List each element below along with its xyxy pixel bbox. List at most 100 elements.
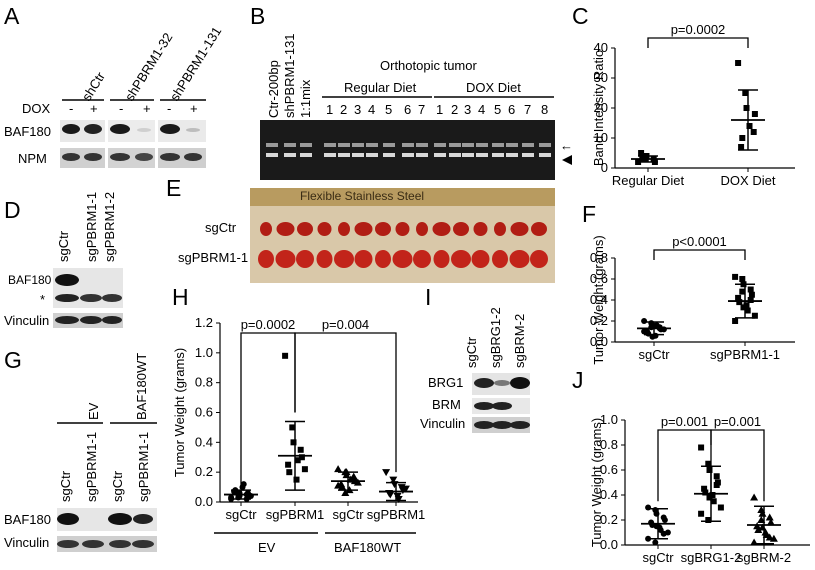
data-point	[701, 485, 708, 492]
y-axis-label: Tumor Weight (grams)	[172, 348, 187, 477]
h-group-ev: EV	[258, 540, 276, 555]
x-tick-label: sgCtr	[642, 550, 674, 565]
y-axis-label: Band Intensity Ratio	[591, 50, 606, 166]
e-tumor-sgctr-8	[395, 222, 410, 236]
data-point	[294, 457, 301, 464]
x-tick-label: DOX Diet	[721, 173, 776, 188]
b-arrowhead-lower	[562, 155, 572, 165]
b-lane-regular-7: 7	[418, 102, 425, 117]
data-point	[702, 489, 709, 496]
data-point	[706, 494, 713, 501]
data-point	[353, 478, 362, 486]
data-point	[739, 135, 746, 141]
e-tumor-sgctr-15	[531, 222, 547, 236]
b-lane-dox-1: 1	[436, 102, 443, 117]
a-blot-npm	[60, 148, 206, 168]
y-tick-label: 40	[594, 40, 608, 55]
y-tick-label: 0.8	[600, 437, 618, 452]
data-point	[401, 485, 410, 493]
e-tumor-sgctr-10	[432, 222, 451, 236]
b-lane-dox-3: 3	[464, 102, 471, 117]
e-tumor-photo	[258, 222, 548, 268]
data-point	[744, 307, 751, 314]
d-row-vinculin: Vinculin	[4, 313, 49, 328]
g-group-baf180wt: BAF180WT	[134, 353, 149, 420]
significance-bracket	[647, 37, 749, 48]
data-point	[746, 123, 753, 129]
g-row-baf180: BAF180	[4, 512, 51, 527]
data-point	[732, 318, 739, 324]
data-point	[765, 513, 774, 521]
i-row-vinculin: Vinculin	[420, 416, 465, 431]
y-tick-label: 0.2	[195, 464, 213, 479]
panel-a-letter: A	[4, 3, 20, 29]
x-tick-label: sgCtr	[225, 507, 257, 522]
b-band-upper-0	[266, 143, 278, 147]
y-tick-label: 1.0	[195, 345, 213, 360]
g-blot	[57, 508, 157, 552]
data-point	[641, 328, 648, 335]
b-lane-dox-5: 5	[494, 102, 501, 117]
e-tumor-sgctr-7	[375, 222, 391, 236]
x-tick-label: sgPBRM1	[367, 507, 426, 522]
data-point	[698, 510, 705, 517]
x-tick-label: sgPBRM1	[266, 507, 325, 522]
data-point	[710, 498, 717, 505]
p-value-label: p=0.001	[661, 414, 708, 429]
y-tick-label: 0.4	[590, 292, 608, 307]
data-point	[748, 291, 755, 298]
i-blot	[472, 373, 530, 433]
p-value-label: p<0.0001	[672, 234, 727, 249]
panel-d-letter: D	[4, 197, 21, 223]
b-band-upper-2	[300, 143, 312, 147]
b-band-lower-15	[506, 153, 518, 157]
b-band-lower-8	[402, 153, 414, 157]
b-band-lower-14	[492, 153, 504, 157]
y-tick-label: 0.2	[600, 512, 618, 527]
x-tick-label: sgCtr	[638, 347, 670, 362]
data-point	[282, 352, 289, 359]
e-tumor-sgpbrm1-2	[275, 250, 296, 268]
b-band-upper-13	[476, 143, 488, 147]
b-band-lower-9	[416, 153, 428, 157]
y-tick-label: 0.0	[590, 334, 608, 349]
significance-bracket	[710, 429, 765, 502]
data-point	[705, 460, 712, 467]
y-tick-label: 0	[601, 160, 608, 175]
e-tumor-sgctr-13	[494, 222, 506, 236]
a-dox-plus-2: +	[143, 101, 151, 116]
y-tick-label: 0.2	[590, 313, 608, 328]
data-point	[386, 491, 395, 499]
y-tick-label: 0.8	[195, 375, 213, 390]
e-ruler-text: Flexible Stainless Steel	[300, 189, 424, 203]
x-tick-label: sgCtr	[332, 507, 364, 522]
data-point	[739, 288, 746, 295]
b-gel-image	[260, 120, 555, 180]
e-tumor-sgctr-4	[317, 222, 332, 236]
data-point	[652, 539, 659, 546]
b-lane-dox-4: 4	[478, 102, 485, 117]
significance-bracket	[653, 249, 746, 260]
d-blot	[53, 268, 123, 328]
data-point	[293, 476, 300, 483]
b-band-upper-11	[449, 143, 461, 147]
y-tick-label: 1.2	[195, 315, 213, 330]
e-tumor-sgpbrm1-15	[530, 250, 548, 268]
e-ruler	[250, 188, 555, 206]
e-tumor-sgpbrm1-9	[413, 250, 431, 268]
p-value-label: p=0.0002	[241, 317, 296, 332]
e-tumor-sgctr-1	[260, 222, 272, 236]
b-band-upper-16	[522, 143, 534, 147]
e-tumor-sgpbrm1-11	[451, 250, 471, 268]
b-band-lower-4	[338, 153, 350, 157]
i-lane-sgbrm: sgBRM-2	[512, 314, 527, 368]
e-tumor-sgpbrm1-6	[354, 250, 373, 268]
a-blot-baf180	[60, 120, 206, 142]
data-point	[698, 444, 705, 451]
panel-g-letter: G	[4, 347, 22, 373]
data-point	[732, 273, 739, 280]
